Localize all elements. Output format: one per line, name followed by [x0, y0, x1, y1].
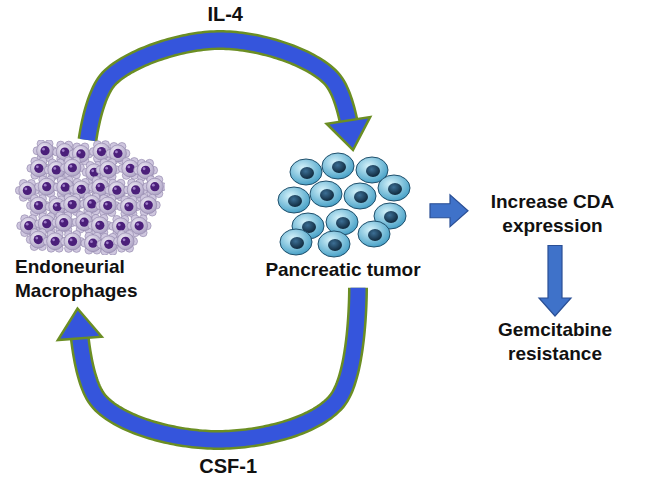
- illustrated-node: Endoneurial Macrophages: [15, 140, 170, 309]
- block-arrow-shape: [539, 246, 571, 317]
- macrophage-cell: [136, 194, 160, 216]
- macrophage-cell: [96, 159, 120, 181]
- signal-label: IL-4: [203, 2, 247, 26]
- tumor-cell: [318, 231, 350, 257]
- node-label: Gemcitabine resistance: [480, 318, 630, 366]
- tumor-cell: [344, 183, 376, 209]
- tumor-cell: [310, 181, 342, 207]
- text-node: Gemcitabine resistance: [480, 318, 630, 372]
- curved-arrow: [88, 40, 371, 150]
- arrow-head: [327, 117, 370, 150]
- node-label: Pancreatic tumor: [258, 258, 428, 282]
- text-node: Increase CDA expression: [470, 190, 635, 244]
- arrow-band: [88, 40, 349, 140]
- macrophage-cell: [96, 195, 120, 217]
- signal-label: CSF-1: [195, 454, 261, 478]
- node-label: Endoneurial Macrophages: [15, 255, 170, 303]
- block-arrow: [430, 195, 468, 227]
- illustrated-node: Pancreatic tumor: [258, 150, 428, 288]
- tumor-cell: [358, 221, 390, 247]
- block-arrow-shape: [430, 195, 468, 227]
- arrow-head: [58, 309, 102, 341]
- block-arrow: [539, 246, 571, 317]
- macrophage-cell: [114, 230, 138, 252]
- tumor-cell: [378, 175, 410, 201]
- macrophage-cell: [60, 157, 84, 179]
- tumor-cell-cluster: [276, 150, 411, 258]
- tumor-cell: [280, 229, 312, 255]
- curved-arrow: [58, 288, 358, 440]
- macrophage-cell: [61, 231, 85, 253]
- arrow-outline: [80, 288, 358, 440]
- tumor-cell: [322, 153, 354, 179]
- tumor-cell: [278, 187, 310, 213]
- arrow-band: [80, 288, 358, 440]
- tumor-cell: [290, 159, 322, 185]
- macrophage-cluster: [15, 140, 165, 255]
- node-label: Increase CDA expression: [470, 190, 635, 238]
- arrow-outline: [88, 40, 349, 140]
